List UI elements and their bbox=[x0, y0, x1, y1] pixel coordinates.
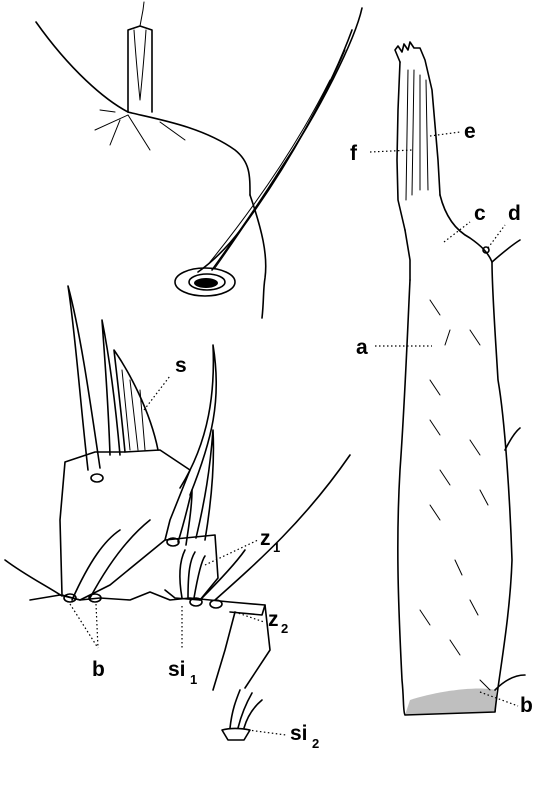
figure-elongated-segment bbox=[395, 42, 525, 715]
svg-text:c: c bbox=[474, 202, 486, 225]
label-a: a bbox=[356, 336, 432, 359]
svg-text:z: z bbox=[268, 608, 279, 631]
label-c: c bbox=[444, 202, 486, 242]
svg-text:e: e bbox=[464, 120, 476, 143]
svg-text:b: b bbox=[520, 694, 533, 717]
svg-text:1: 1 bbox=[190, 672, 197, 687]
label-si2: si 2 bbox=[248, 722, 319, 751]
svg-text:f: f bbox=[350, 142, 358, 165]
label-b-left: b bbox=[70, 604, 105, 681]
label-si1: si 1 bbox=[168, 606, 197, 687]
svg-text:2: 2 bbox=[312, 736, 319, 751]
label-d: d bbox=[488, 202, 521, 248]
svg-text:si: si bbox=[168, 658, 186, 681]
label-f: f bbox=[350, 142, 412, 165]
label-s-text: s bbox=[175, 354, 187, 377]
figure-seta-detail bbox=[36, 2, 250, 195]
svg-text:b: b bbox=[92, 658, 105, 681]
svg-text:a: a bbox=[356, 336, 368, 359]
svg-text:z: z bbox=[260, 527, 271, 550]
label-z2: z 2 bbox=[235, 608, 288, 636]
svg-text:1: 1 bbox=[273, 540, 280, 555]
svg-text:d: d bbox=[508, 202, 521, 225]
label-s: s bbox=[144, 354, 187, 410]
svg-text:si: si bbox=[290, 722, 308, 745]
figure-hair-socket bbox=[175, 8, 362, 318]
svg-text:2: 2 bbox=[281, 621, 288, 636]
